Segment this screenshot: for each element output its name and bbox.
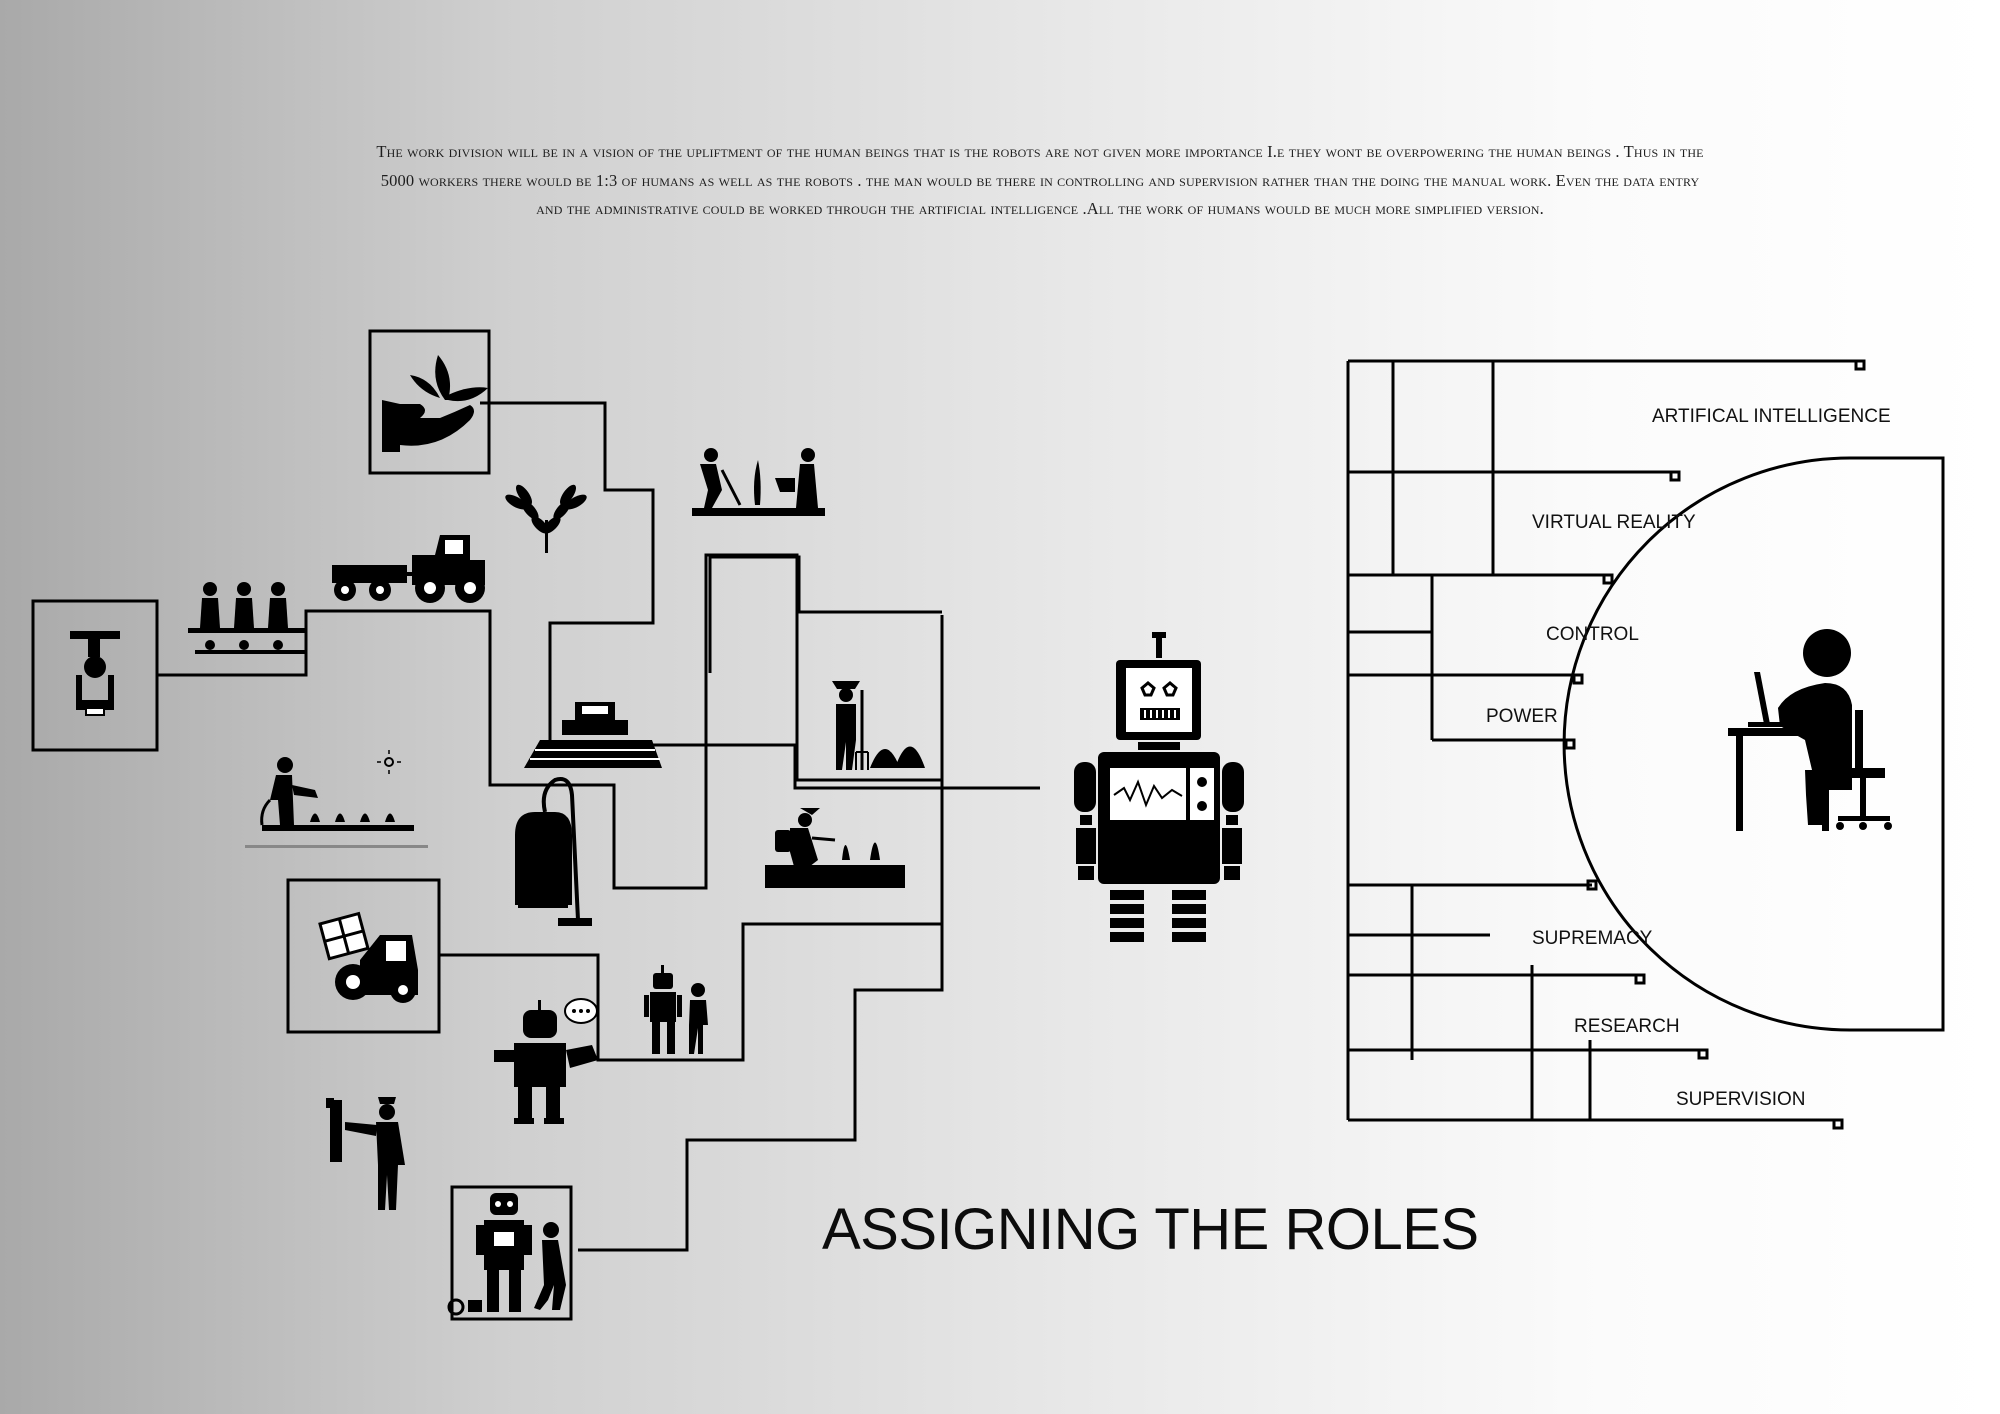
role-label-control: CONTROL	[1546, 624, 1639, 645]
talking-robot-icon	[494, 998, 598, 1124]
sprayer-farmer-icon	[765, 808, 905, 888]
central-robot-icon	[1074, 632, 1244, 942]
intro-paragraph: The work division will be in a vision of…	[376, 142, 1704, 218]
person-at-computer-icon	[1728, 629, 1892, 831]
worker-at-machine-icon	[326, 1097, 405, 1210]
wheat-sprig-icon	[505, 484, 587, 553]
robot-with-child-icon	[644, 965, 708, 1054]
role-label-artificial-intelligence: ARTIFICAL INTELLIGENCE	[1652, 406, 1891, 427]
role-framework	[1346, 359, 1860, 1122]
frame-tractor-loader	[286, 878, 441, 1034]
farmer-with-pitchfork-icon	[832, 681, 925, 770]
role-label-supremacy: SUPREMACY	[1532, 928, 1653, 949]
gardeners-planting-icon	[692, 448, 825, 516]
circuit-lines	[158, 401, 1037, 1252]
assembly-line-workers-icon	[188, 582, 305, 654]
vacuum-cleaner-icon	[515, 777, 592, 926]
frame-robot-worker	[450, 1185, 573, 1321]
role-label-power: POWER	[1486, 706, 1558, 727]
role-label-supervision: SUPERVISION	[1676, 1089, 1806, 1110]
watering-plants-icon	[245, 750, 428, 848]
role-label-virtual-reality: VIRTUAL REALITY	[1532, 512, 1696, 533]
hand-with-plant-icon	[382, 355, 488, 452]
page-title: ASSIGNING THE ROLES	[822, 1197, 1479, 1262]
frame-hand-plant	[368, 329, 491, 475]
harvester-icon	[524, 702, 662, 768]
enclosure-arc	[1562, 456, 1945, 1032]
robot-and-worker-icon	[447, 1193, 566, 1316]
tractor-with-trailer-icon	[332, 535, 485, 603]
frame-claw	[31, 599, 159, 752]
robotic-claw-icon	[70, 631, 120, 716]
role-label-research: RESEARCH	[1574, 1016, 1680, 1037]
tractor-loader-icon	[318, 911, 418, 1003]
